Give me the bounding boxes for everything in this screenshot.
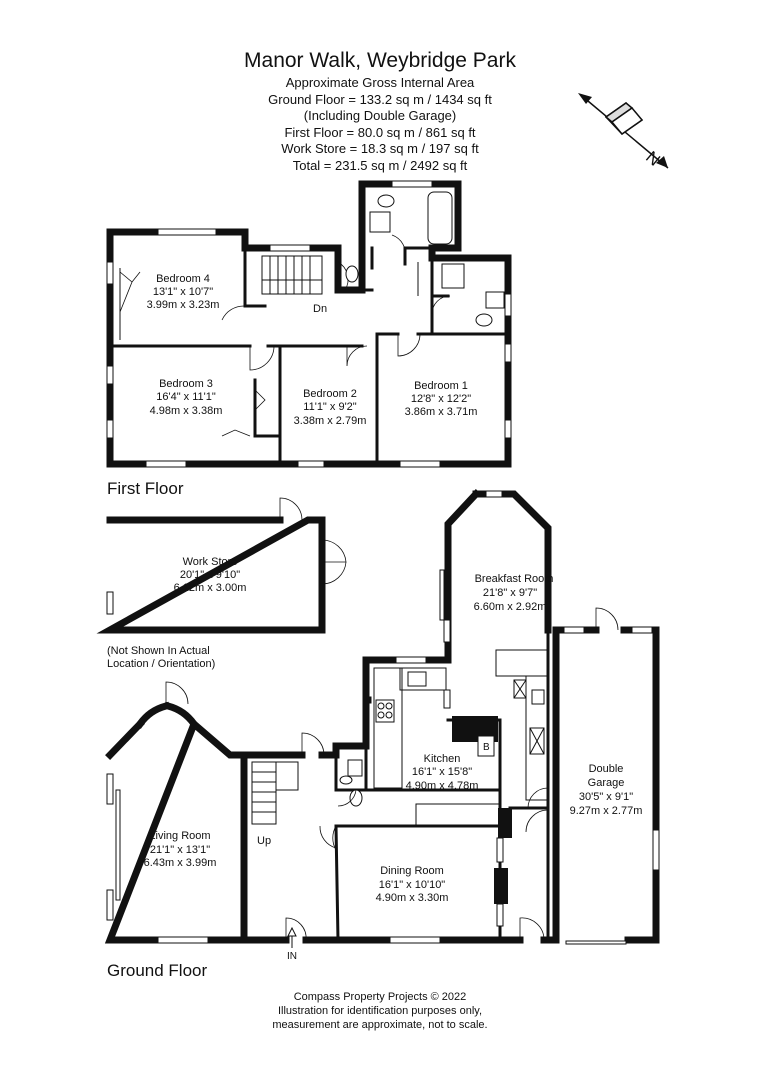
bedroom4-metric: 3.99m x 3.23m	[147, 299, 220, 311]
bedroom1-imperial: 12'8" x 12'2"	[411, 393, 471, 405]
stairs-down-label: Dn	[313, 303, 327, 315]
ground-floor-plan: B	[104, 489, 660, 980]
work-store-area: Work Store = 18.3 sq m / 197 sq ft	[281, 141, 479, 156]
bedroom2-imperial: 11'1" x 9'2"	[303, 401, 356, 413]
bedroom3-metric: 4.98m x 3.38m	[150, 405, 223, 417]
dining-name: Dining Room	[380, 865, 444, 877]
not-shown-note-1: (Not Shown In Actual	[107, 645, 210, 657]
breakfast-name: Breakfast Room	[475, 573, 554, 585]
north-label: N	[642, 147, 664, 169]
living-metric: 6.43m x 3.99m	[144, 857, 217, 869]
garage-name-2: Garage	[588, 777, 625, 789]
area-heading: Approximate Gross Internal Area	[286, 75, 475, 90]
north-arrow-icon: N	[578, 93, 669, 170]
plan-title: Manor Walk, Weybridge Park	[244, 49, 516, 72]
work-store-plan: Work Store 20'1" x 9'10" 6.12m x 3.00m (…	[96, 497, 347, 670]
workstore-name: Work Store	[183, 556, 238, 568]
footer: Compass Property Projects © 2022 Illustr…	[272, 991, 487, 1031]
bedroom3-name: Bedroom 3	[159, 378, 213, 390]
bedroom3-imperial: 16'4" x 11'1"	[156, 391, 216, 403]
workstore-imperial: 20'1" x 9'10"	[180, 569, 240, 581]
bedroom4-imperial: 13'1" x 10'7"	[153, 286, 213, 298]
bedroom2-name: Bedroom 2	[303, 388, 357, 400]
bedroom1-metric: 3.86m x 3.71m	[405, 406, 478, 418]
bedroom4-name: Bedroom 4	[156, 273, 210, 285]
first-floor-label: First Floor	[107, 479, 184, 498]
first-floor-area: First Floor = 80.0 sq m / 861 sq ft	[284, 125, 475, 140]
boiler-label: B	[483, 742, 490, 753]
bedroom1-name: Bedroom 1	[414, 380, 468, 392]
garage-metric: 9.27m x 2.77m	[570, 805, 643, 817]
living-imperial: 21'1" x 13'1"	[150, 844, 210, 856]
disclaimer-line-2: measurement are approximate, not to scal…	[272, 1019, 487, 1031]
not-shown-note-2: Location / Orientation)	[107, 658, 215, 670]
breakfast-imperial: 21'8" x 9'7"	[483, 587, 537, 599]
total-area: Total = 231.5 sq m / 2492 sq ft	[293, 158, 468, 173]
dining-imperial: 16'1" x 10'10"	[379, 879, 446, 891]
dining-metric: 4.90m x 3.30m	[376, 892, 449, 904]
ground-floor-label: Ground Floor	[107, 961, 207, 980]
garage-imperial: 30'5" x 9'1"	[579, 791, 633, 803]
breakfast-metric: 6.60m x 2.92m	[474, 601, 547, 613]
garage-note: (Including Double Garage)	[304, 108, 456, 123]
header: Manor Walk, Weybridge Park Approximate G…	[244, 49, 516, 173]
kitchen-imperial: 16'1" x 15'8"	[412, 766, 472, 778]
bedroom2-metric: 3.38m x 2.79m	[294, 415, 367, 427]
stairs-up-label: Up	[257, 835, 271, 847]
first-floor-plan: Bedroom 4 13'1" x 10'7" 3.99m x 3.23m Be…	[106, 180, 512, 498]
ground-floor-area: Ground Floor = 133.2 sq m / 1434 sq ft	[268, 92, 492, 107]
disclaimer-line-1: Illustration for identification purposes…	[278, 1005, 482, 1017]
garage-name-1: Double	[589, 763, 624, 775]
entrance-label: IN	[287, 951, 297, 962]
kitchen-metric: 4.90m x 4.78m	[406, 780, 479, 792]
workstore-metric: 6.12m x 3.00m	[174, 582, 247, 594]
copyright: Compass Property Projects © 2022	[294, 991, 467, 1003]
kitchen-name: Kitchen	[424, 753, 461, 765]
living-name: Living Room	[149, 830, 210, 842]
